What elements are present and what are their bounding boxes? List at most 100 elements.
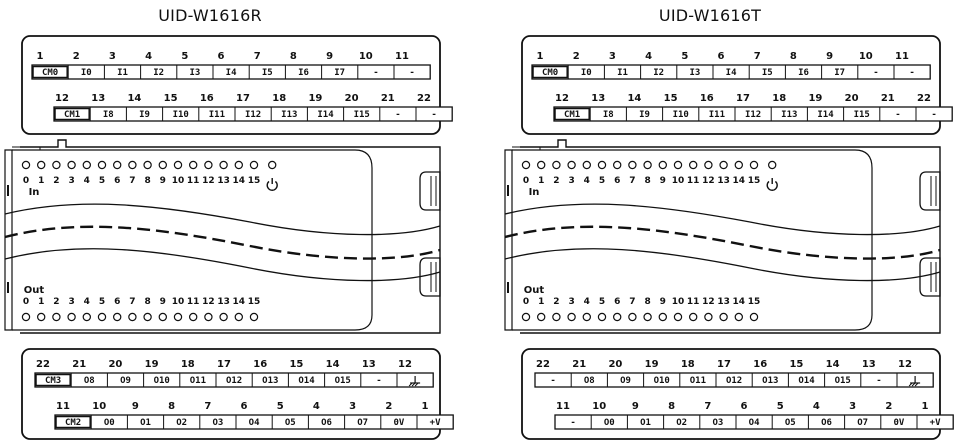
terminal-pin-number: 5 bbox=[681, 51, 688, 62]
terminal-label: - bbox=[876, 376, 881, 386]
input-led bbox=[52, 160, 61, 170]
output-led-label: 8 bbox=[644, 297, 650, 307]
cover-edge-top bbox=[504, 203, 941, 236]
input-led bbox=[158, 160, 167, 170]
terminal-label: O6 bbox=[821, 418, 832, 428]
output-led bbox=[597, 312, 607, 322]
output-led bbox=[612, 312, 622, 322]
output-led-label: 4 bbox=[584, 297, 590, 307]
output-led-label: 9 bbox=[160, 297, 166, 307]
terminal-pin-number: 9 bbox=[326, 51, 333, 62]
input-led-label: 8 bbox=[144, 176, 150, 186]
terminal-label: O8 bbox=[84, 376, 95, 386]
input-led bbox=[112, 160, 122, 170]
module-title: UID-W1616R bbox=[158, 6, 262, 25]
terminal-label: - bbox=[570, 418, 575, 428]
input-led-label: 3 bbox=[68, 176, 74, 186]
terminal-pin-number: 14 bbox=[127, 93, 141, 104]
terminal-pin-number: 17 bbox=[717, 359, 731, 370]
common-terminal-box bbox=[54, 107, 90, 121]
common-terminal-box bbox=[32, 65, 68, 79]
input-led bbox=[234, 160, 243, 170]
output-led-label: 15 bbox=[748, 297, 761, 307]
output-led-label: 9 bbox=[660, 297, 666, 307]
terminal-label: - bbox=[376, 376, 381, 386]
input-led bbox=[219, 160, 228, 170]
output-led bbox=[234, 312, 243, 322]
terminal-pin-number: 12 bbox=[55, 93, 69, 104]
output-led bbox=[67, 312, 76, 322]
output-led-label: 1 bbox=[38, 297, 44, 307]
common-terminal-box bbox=[35, 373, 71, 387]
terminal-label: O12 bbox=[226, 376, 242, 386]
output-led bbox=[734, 312, 743, 322]
output-led-label: 13 bbox=[217, 297, 230, 307]
terminal-label: I3 bbox=[189, 68, 200, 78]
terminal-strip bbox=[53, 106, 453, 122]
output-led-label: 10 bbox=[672, 297, 685, 307]
terminal-pin-number: 22 bbox=[917, 93, 931, 104]
output-led bbox=[628, 312, 637, 322]
terminal-pin-number: 8 bbox=[790, 51, 797, 62]
input-led-label: 14 bbox=[233, 176, 246, 186]
housing bbox=[4, 139, 441, 334]
output-led bbox=[112, 312, 122, 322]
input-led bbox=[249, 160, 259, 170]
common-terminal-box bbox=[532, 65, 568, 79]
terminal-pin-number: 7 bbox=[254, 51, 261, 62]
cover-dashed-line bbox=[504, 225, 941, 260]
terminal-pin-number: 3 bbox=[349, 401, 356, 412]
output-led bbox=[143, 312, 152, 322]
terminal-label: I7 bbox=[334, 68, 345, 78]
input-led bbox=[734, 160, 743, 170]
terminal-label: - bbox=[395, 110, 400, 120]
terminal-label: CM2 bbox=[65, 418, 81, 428]
terminal-label: CM0 bbox=[542, 68, 558, 78]
terminal-pin-number: 20 bbox=[345, 93, 359, 104]
terminal-pin-number: 5 bbox=[777, 401, 784, 412]
terminal-strip bbox=[54, 414, 454, 430]
terminal-label: I6 bbox=[298, 68, 309, 78]
input-led-label: 11 bbox=[187, 176, 200, 186]
input-led-label: 13 bbox=[217, 176, 230, 186]
terminal-pin-number: 1 bbox=[922, 401, 929, 412]
terminal-label: I11 bbox=[709, 110, 725, 120]
input-led bbox=[537, 160, 546, 170]
output-led bbox=[21, 312, 31, 322]
terminal-pin-number: 8 bbox=[668, 401, 675, 412]
terminal-label: I10 bbox=[673, 110, 689, 120]
terminal-pin-number: 9 bbox=[132, 401, 139, 412]
in-label: In bbox=[529, 187, 540, 198]
terminal-pin-number: 21 bbox=[72, 359, 86, 370]
output-led bbox=[537, 312, 546, 322]
input-led-label: 7 bbox=[629, 176, 635, 186]
input-led bbox=[188, 160, 198, 170]
output-led bbox=[204, 312, 213, 322]
input-led bbox=[21, 160, 31, 170]
terminal-pin-number: 2 bbox=[885, 401, 892, 412]
input-led-label: 12 bbox=[702, 176, 715, 186]
ground-icon bbox=[408, 376, 421, 387]
terminal-pin-number: 10 bbox=[92, 401, 106, 412]
cover-edge-bottom bbox=[504, 248, 941, 282]
terminal-pin-number: 2 bbox=[385, 401, 392, 412]
output-led-label: 8 bbox=[144, 297, 150, 307]
terminal-pin-number: 11 bbox=[56, 401, 70, 412]
output-led bbox=[704, 312, 713, 322]
terminal-label: I11 bbox=[209, 110, 225, 120]
output-led-label: 11 bbox=[687, 297, 700, 307]
power-led bbox=[768, 160, 777, 170]
output-led bbox=[158, 312, 167, 322]
input-led-label: 8 bbox=[644, 176, 650, 186]
output-led-label: 4 bbox=[84, 297, 90, 307]
output-led bbox=[582, 312, 592, 322]
terminal-label: O13 bbox=[762, 376, 778, 386]
output-led-label: 14 bbox=[233, 297, 246, 307]
terminal-label: I2 bbox=[153, 68, 164, 78]
terminal-label: - bbox=[431, 110, 436, 120]
terminal-pin-number: 19 bbox=[145, 359, 159, 370]
housing-outline bbox=[520, 139, 941, 334]
terminal-label: O7 bbox=[357, 418, 368, 428]
input-led bbox=[37, 160, 46, 170]
terminal-label: O9 bbox=[120, 376, 131, 386]
